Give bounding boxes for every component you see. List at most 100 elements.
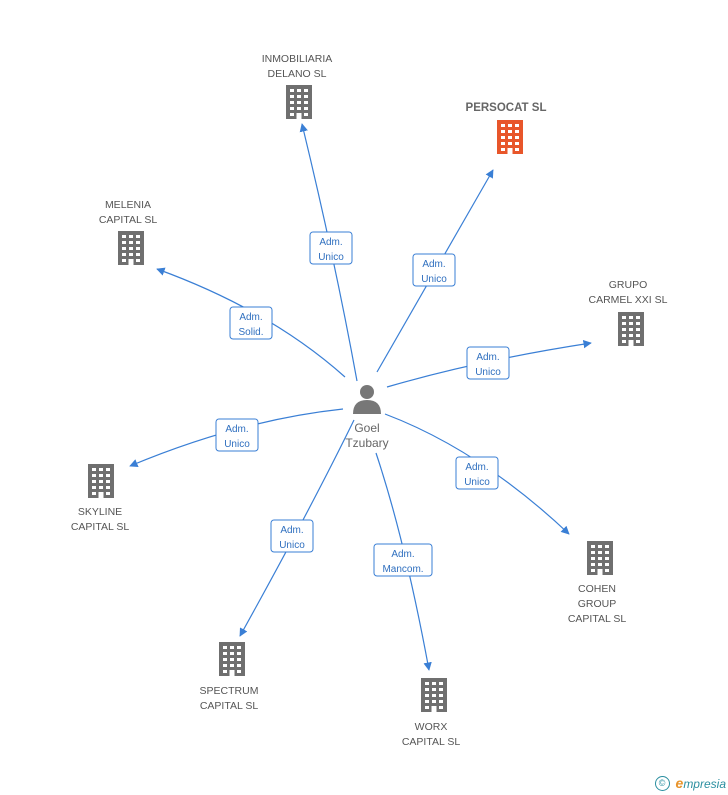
company-label-cohen-group-line: GROUP bbox=[578, 598, 617, 610]
relation-tag-text-line: Mancom. bbox=[382, 564, 423, 575]
building-window bbox=[636, 328, 640, 331]
company-label-skyline-capital-line: SKYLINE bbox=[78, 506, 122, 518]
building-window bbox=[230, 664, 234, 667]
building-window bbox=[629, 316, 633, 319]
building-icon-grupo-carmel[interactable] bbox=[618, 312, 644, 346]
building-window bbox=[636, 334, 640, 337]
building-window bbox=[106, 492, 110, 495]
building-window bbox=[237, 658, 241, 661]
relation-tag-text-line: Adm. bbox=[319, 237, 342, 248]
building-window bbox=[237, 646, 241, 649]
relation-tag-skyline-capital[interactable]: Adm.Unico bbox=[215, 418, 259, 452]
person-icon bbox=[353, 385, 381, 414]
relation-tag-text: Adm.Mancom. bbox=[382, 549, 423, 575]
relation-tag-inmobiliaria-delano[interactable]: Adm.Unico bbox=[309, 231, 353, 265]
building-door bbox=[296, 113, 302, 119]
relation-tag-box bbox=[309, 231, 353, 265]
building-window bbox=[237, 664, 241, 667]
building-window bbox=[439, 700, 443, 703]
building-window bbox=[432, 682, 436, 685]
building-window bbox=[129, 235, 133, 238]
building-window bbox=[432, 688, 436, 691]
relation-tag-cohen-group[interactable]: Adm.Unico bbox=[455, 456, 499, 490]
relation-tag-text: Adm. Solid. bbox=[238, 312, 263, 338]
building-door bbox=[229, 670, 235, 676]
person-body bbox=[353, 400, 381, 414]
building-window bbox=[304, 107, 308, 110]
building-window bbox=[122, 247, 126, 250]
relation-tag-grupo-carmel[interactable]: Adm.Unico bbox=[466, 346, 510, 380]
relation-tag-spectrum-capital[interactable]: Adm.Unico bbox=[270, 519, 314, 553]
building-window bbox=[223, 658, 227, 661]
company-label-inmobiliaria-delano-line: INMOBILIARIA bbox=[262, 53, 333, 65]
building-icon-spectrum-capital[interactable] bbox=[219, 642, 245, 676]
relation-tag-text-line: Unico bbox=[475, 367, 501, 378]
company-label-persocat-line: PERSOCAT SL bbox=[466, 102, 547, 114]
building-window bbox=[136, 247, 140, 250]
building-window bbox=[129, 253, 133, 256]
building-door bbox=[597, 569, 603, 575]
building-window bbox=[501, 136, 505, 139]
building-window bbox=[508, 136, 512, 139]
building-window bbox=[515, 148, 519, 151]
relation-tag-text-line: Solid. bbox=[238, 327, 263, 338]
company-label-spectrum-capital: SPECTRUM CAPITAL SL bbox=[200, 685, 259, 712]
relation-tag-text-line: Adm. bbox=[422, 259, 445, 270]
building-window bbox=[622, 316, 626, 319]
building-window bbox=[432, 700, 436, 703]
building-window bbox=[223, 670, 227, 673]
building-icon-worx-capital[interactable] bbox=[421, 678, 447, 712]
building-window bbox=[297, 89, 301, 92]
building-window bbox=[501, 148, 505, 151]
building-window bbox=[515, 124, 519, 127]
empresia-watermark[interactable]: ©empresia bbox=[654, 775, 726, 791]
building-window bbox=[591, 551, 595, 554]
brand-name: empresia bbox=[676, 775, 726, 791]
relation-tag-text-line: Unico bbox=[279, 540, 305, 551]
building-icon-persocat[interactable] bbox=[497, 120, 523, 154]
building-window bbox=[591, 557, 595, 560]
building-icon-melenia-capital[interactable] bbox=[118, 231, 144, 265]
edge-spectrum-capital bbox=[239, 419, 355, 637]
building-window bbox=[290, 113, 294, 116]
building-window bbox=[290, 89, 294, 92]
relation-tag-melenia-capital[interactable]: Adm. Solid. bbox=[229, 306, 273, 340]
relation-tag-box bbox=[455, 456, 499, 490]
building-door bbox=[98, 492, 104, 498]
building-window bbox=[129, 241, 133, 244]
building-window bbox=[622, 334, 626, 337]
building-icon-cohen-group[interactable] bbox=[587, 541, 613, 575]
relation-tag-text-line: Adm. bbox=[239, 312, 262, 323]
building-window bbox=[425, 700, 429, 703]
building-window bbox=[304, 95, 308, 98]
building-window bbox=[122, 235, 126, 238]
building-window bbox=[591, 545, 595, 548]
company-label-worx-capital-line: CAPITAL SL bbox=[402, 736, 461, 748]
relation-tag-persocat[interactable]: Adm.Unico bbox=[412, 253, 456, 287]
building-window bbox=[136, 235, 140, 238]
company-label-spectrum-capital-line: SPECTRUM bbox=[200, 685, 259, 697]
building-door bbox=[628, 340, 634, 346]
building-window bbox=[106, 468, 110, 471]
building-window bbox=[501, 124, 505, 127]
building-window bbox=[501, 142, 505, 145]
relation-tag-text-line: Unico bbox=[464, 477, 490, 488]
building-icon-inmobiliaria-delano[interactable] bbox=[286, 85, 312, 119]
building-window bbox=[297, 95, 301, 98]
building-window bbox=[136, 259, 140, 262]
company-label-grupo-carmel-line: CARMEL XXI SL bbox=[589, 294, 668, 306]
building-window bbox=[106, 480, 110, 483]
building-window bbox=[106, 486, 110, 489]
building-window bbox=[605, 551, 609, 554]
building-icon-skyline-capital[interactable] bbox=[88, 464, 114, 498]
building-window bbox=[439, 706, 443, 709]
relation-tag-worx-capital[interactable]: Adm.Mancom. bbox=[373, 543, 433, 577]
company-label-spectrum-capital-line: CAPITAL SL bbox=[200, 700, 259, 712]
company-label-cohen-group-line: CAPITAL SL bbox=[568, 613, 627, 625]
